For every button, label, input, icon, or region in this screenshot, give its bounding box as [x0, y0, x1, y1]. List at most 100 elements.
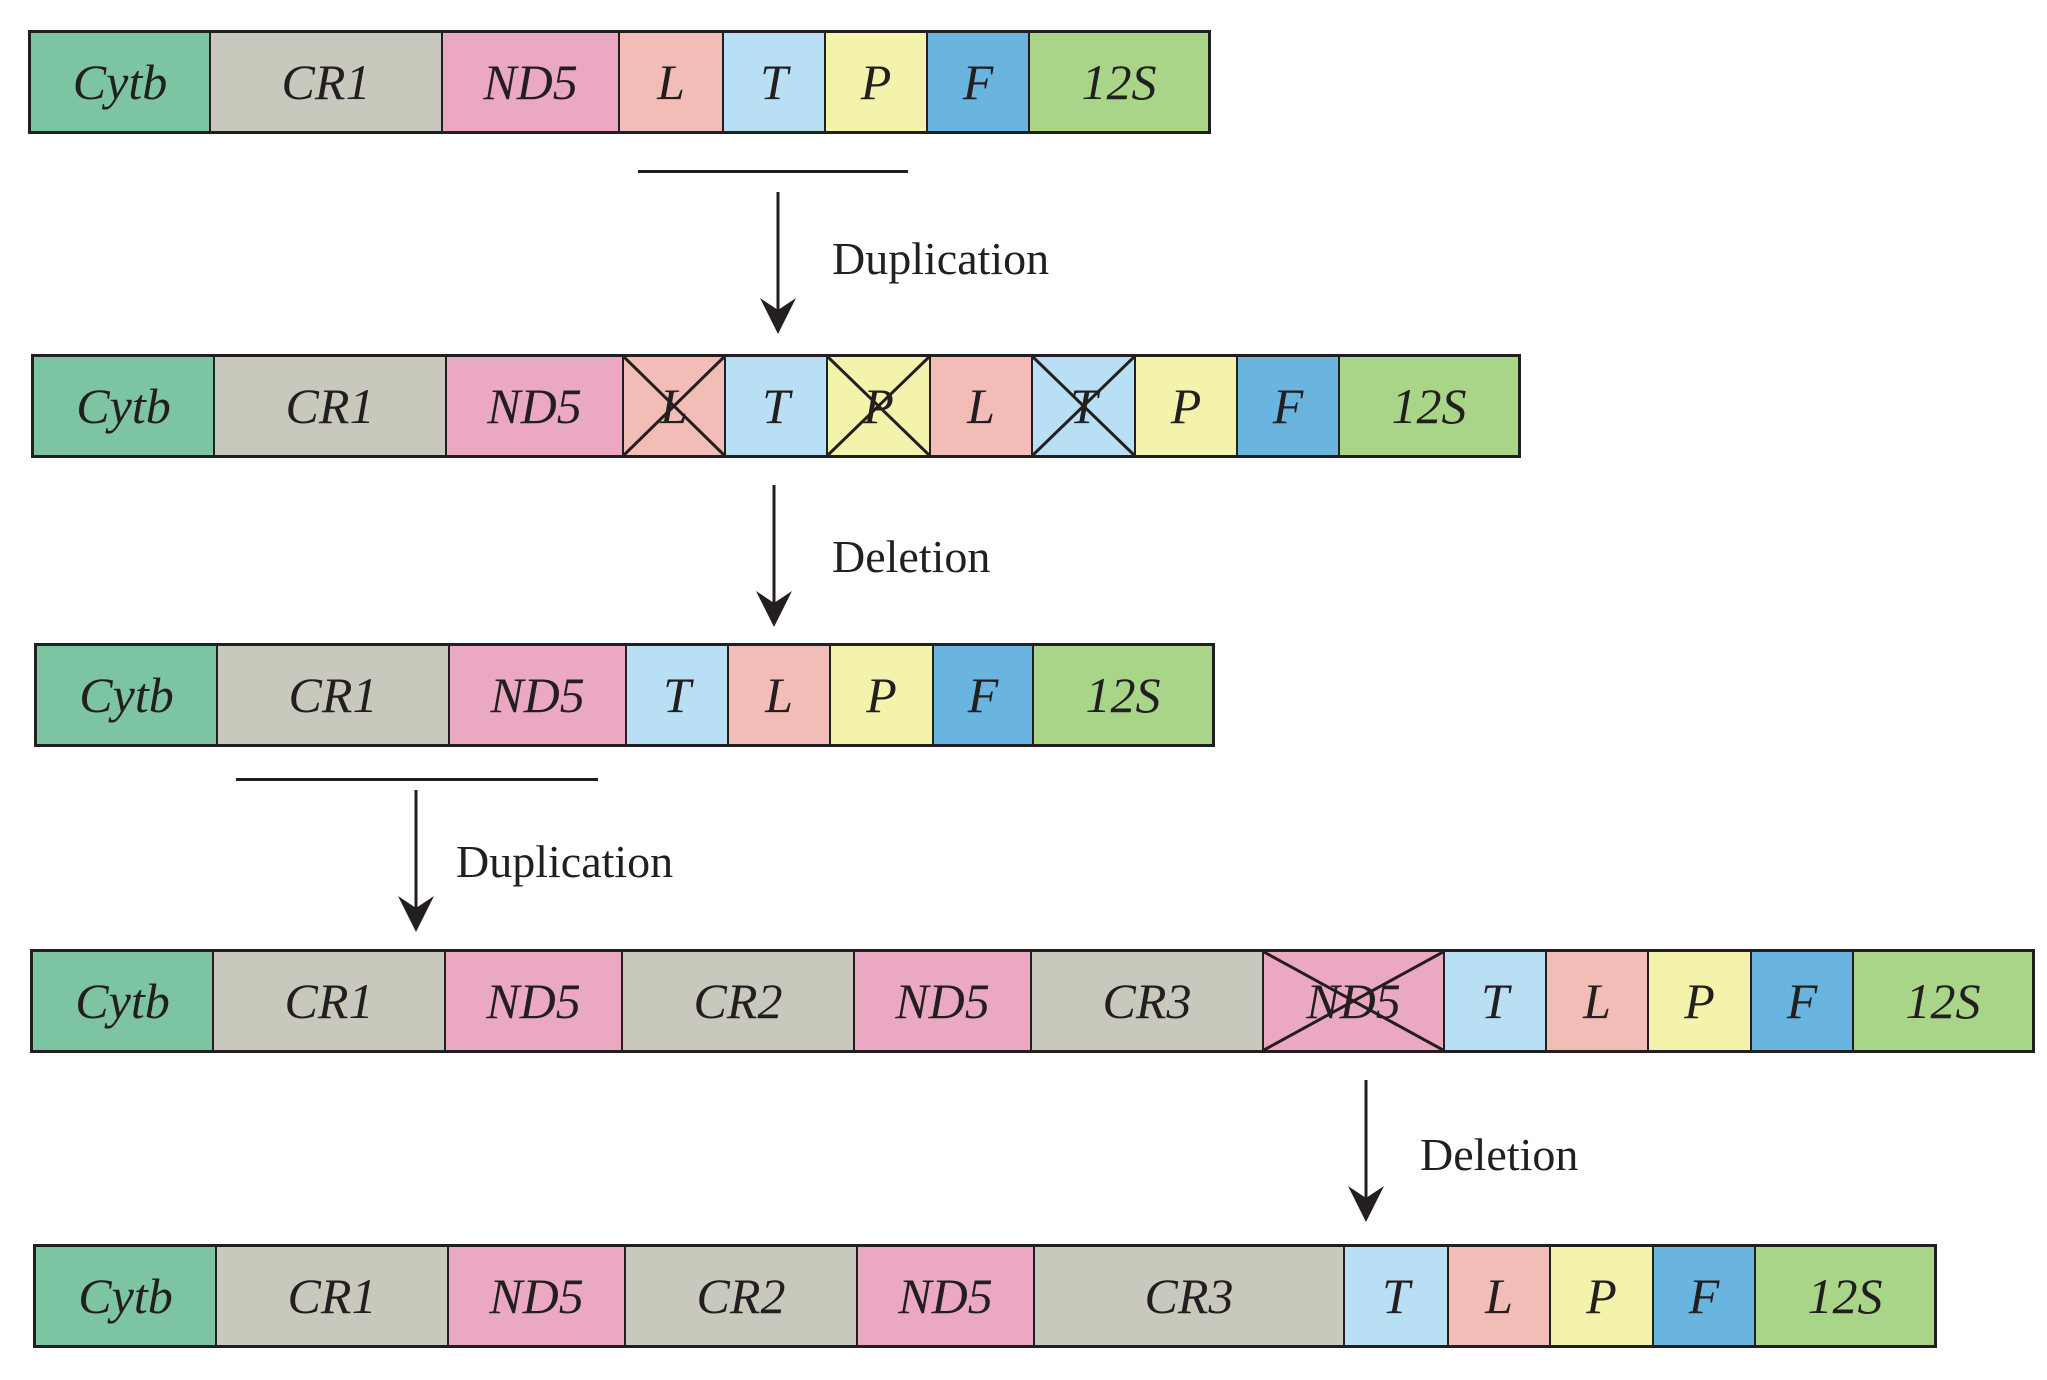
gene-12s: 12S [1340, 357, 1518, 455]
gene-p: P [831, 646, 934, 744]
gene-cr2: CR2 [626, 1247, 858, 1345]
gene-cr1: CR1 [217, 1247, 449, 1345]
gene-t: T [724, 33, 826, 131]
gene-l: L [1547, 952, 1649, 1050]
gene-label: F [1786, 973, 1818, 1029]
gene-label: Cytb [79, 667, 174, 723]
cross-out-icon [1264, 952, 1443, 1050]
gene-label: CR2 [696, 1268, 786, 1324]
gene-label: ND5 [483, 54, 578, 110]
gene-12s: 12S [1854, 952, 2032, 1050]
step-label-deletion-1: Deletion [832, 531, 991, 582]
gene-label: T [663, 667, 691, 723]
gene-label: CR3 [1102, 973, 1192, 1029]
gene-label: 12S [1807, 1268, 1883, 1324]
gene-12s: 12S [1034, 646, 1212, 744]
gene-cr1: CR1 [215, 357, 447, 455]
gene-label: P [860, 54, 892, 110]
down-arrow-2 [756, 485, 792, 627]
gene-order-row-4: Cytb CR1 ND5 CR2 ND5 CR3 ND5 T L P F 12S [30, 949, 2035, 1053]
gene-label: P [866, 667, 897, 723]
gene-l: L [729, 646, 831, 744]
gene-p: P [1136, 357, 1238, 455]
gene-label: T [1481, 973, 1509, 1029]
cross-out-icon [624, 357, 724, 455]
gene-label: ND5 [490, 667, 585, 723]
gene-cytb: Cytb [33, 952, 214, 1050]
step-label-deletion-2: Deletion [1420, 1129, 1579, 1180]
gene-label: L [1485, 1268, 1513, 1324]
gene-label: L [967, 378, 995, 434]
down-arrow-3 [398, 790, 434, 932]
gene-label: T [762, 378, 790, 434]
gene-f: F [1752, 952, 1854, 1050]
gene-label: CR3 [1144, 1268, 1234, 1324]
gene-label: Cytb [76, 378, 171, 434]
gene-label: 12S [1391, 378, 1467, 434]
gene-l-deleted: L [624, 357, 726, 455]
gene-order-row-2: Cytb CR1 ND5 L T P L T P F 12S [31, 354, 1521, 458]
gene-label: T [1069, 378, 1098, 434]
gene-label: ND5 [898, 1268, 993, 1324]
gene-p: P [1551, 1247, 1654, 1345]
gene-label: CR1 [288, 667, 378, 723]
cross-out-icon [828, 357, 929, 455]
gene-label: L [1583, 973, 1611, 1029]
gene-nd5: ND5 [447, 357, 624, 455]
gene-label: L [660, 378, 688, 434]
gene-label: L [657, 54, 685, 110]
gene-label: T [1382, 1268, 1410, 1324]
gene-cr1: CR1 [211, 33, 443, 131]
gene-label: F [1272, 378, 1304, 434]
cross-out-icon [1033, 357, 1134, 455]
gene-p-deleted: P [828, 357, 931, 455]
gene-label: P [1170, 378, 1202, 434]
gene-label: L [765, 667, 793, 723]
gene-order-row-3: Cytb CR1 ND5 T L P F 12S [34, 643, 1215, 747]
gene-nd5: ND5 [858, 1247, 1035, 1345]
gene-label: Cytb [75, 973, 170, 1029]
down-arrow-4 [1348, 1080, 1384, 1222]
gene-label: Cytb [72, 54, 168, 110]
gene-cytb: Cytb [36, 1247, 217, 1345]
gene-t: T [1345, 1247, 1449, 1345]
gene-label: P [1684, 973, 1715, 1029]
gene-p: P [826, 33, 928, 131]
gene-label: F [967, 667, 999, 723]
gene-label: CR1 [284, 973, 374, 1029]
gene-label: P [863, 378, 894, 434]
gene-label: ND5 [487, 378, 582, 434]
step-label-duplication-1: Duplication [832, 233, 1050, 284]
gene-label: ND5 [895, 973, 990, 1029]
gene-label: ND5 [486, 973, 581, 1029]
gene-l: L [931, 357, 1033, 455]
step-label-duplication-2: Duplication [456, 836, 674, 887]
gene-label: ND5 [489, 1268, 584, 1324]
gene-l: L [1449, 1247, 1551, 1345]
duplicated-segment-bar-2 [236, 778, 598, 781]
gene-12s: 12S [1756, 1247, 1934, 1345]
gene-t: T [627, 646, 729, 744]
gene-t: T [726, 357, 828, 455]
gene-f: F [1238, 357, 1340, 455]
gene-cr1: CR1 [218, 646, 450, 744]
gene-cr1: CR1 [214, 952, 446, 1050]
gene-t-deleted: T [1033, 357, 1136, 455]
gene-label: F [962, 54, 994, 110]
gene-cr3: CR3 [1032, 952, 1264, 1050]
duplicated-segment-bar-1 [638, 170, 908, 173]
down-arrow-1 [760, 192, 796, 334]
gene-nd5: ND5 [450, 646, 627, 744]
gene-label: T [760, 54, 788, 110]
gene-label: CR1 [287, 1268, 377, 1324]
gene-nd5-deleted: ND5 [1264, 952, 1445, 1050]
gene-p: P [1649, 952, 1752, 1050]
gene-t: T [1445, 952, 1547, 1050]
gene-cr2: CR2 [623, 952, 855, 1050]
gene-nd5: ND5 [449, 1247, 626, 1345]
gene-nd5: ND5 [446, 952, 623, 1050]
gene-f: F [934, 646, 1034, 744]
